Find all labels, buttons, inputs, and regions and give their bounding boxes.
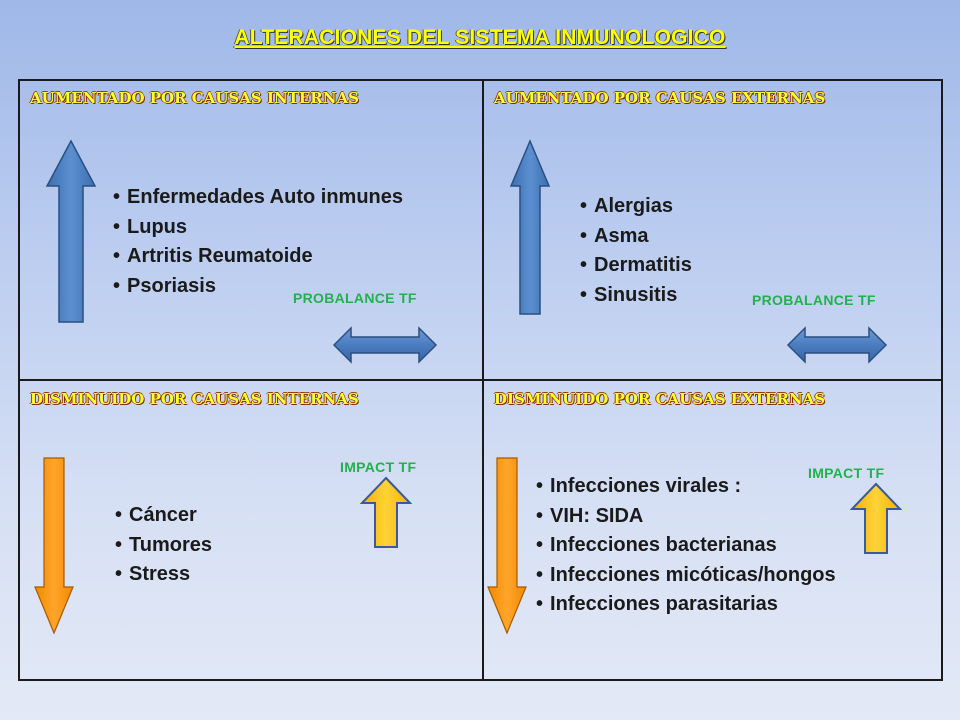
list-disminuido-externas: Infecciones virales : VIH: SIDA Infeccio… (536, 472, 836, 620)
list-item: Stress (115, 560, 212, 590)
heading-disminuido-internas: DISMINUIDO POR CAUSAS INTERNAS (30, 390, 359, 408)
arrow-down-icon (34, 457, 74, 635)
list-item: Infecciones virales : (536, 472, 836, 502)
list-item: Asma (580, 222, 692, 252)
tag-impact: IMPACT TF (340, 459, 417, 475)
arrow-up-icon (509, 139, 551, 315)
list-item: Tumores (115, 531, 212, 561)
list-item: Infecciones micóticas/hongos (536, 561, 836, 591)
arrow-down-icon (487, 457, 527, 635)
double-arrow-icon (786, 326, 888, 364)
list-item: Enfermedades Auto inmunes (113, 183, 403, 213)
tag-impact: IMPACT TF (808, 465, 885, 481)
grid-horizontal-divider (18, 379, 943, 381)
arrow-up-icon (359, 476, 413, 548)
arrow-up-icon (849, 482, 903, 554)
list-item: Infecciones bacterianas (536, 531, 836, 561)
list-item: Artritis Reumatoide (113, 242, 403, 272)
list-item: Alergias (580, 192, 692, 222)
list-disminuido-internas: Cáncer Tumores Stress (115, 501, 212, 590)
list-item: Lupus (113, 213, 403, 243)
list-item: Dermatitis (580, 251, 692, 281)
heading-aumentado-externas: AUMENTADO POR CAUSAS EXTERNAS (494, 89, 826, 107)
list-item: VIH: SIDA (536, 502, 836, 532)
list-item: Sinusitis (580, 281, 692, 311)
arrow-up-icon (45, 139, 97, 323)
list-item: Infecciones parasitarias (536, 590, 836, 620)
list-aumentado-internas: Enfermedades Auto inmunes Lupus Artritis… (113, 183, 403, 301)
heading-disminuido-externas: DISMINUIDO POR CAUSAS EXTERNAS (494, 390, 826, 408)
list-item: Cáncer (115, 501, 212, 531)
tag-probalance: PROBALANCE TF (752, 292, 876, 308)
list-aumentado-externas: Alergias Asma Dermatitis Sinusitis (580, 192, 692, 310)
page-title: ALTERACIONES DEL SISTEMA INMUNOLOGICO (234, 26, 726, 49)
heading-aumentado-internas: AUMENTADO POR CAUSAS INTERNAS (30, 89, 359, 107)
list-item: Psoriasis (113, 272, 403, 302)
double-arrow-icon (332, 326, 438, 364)
tag-probalance: PROBALANCE TF (293, 290, 417, 306)
